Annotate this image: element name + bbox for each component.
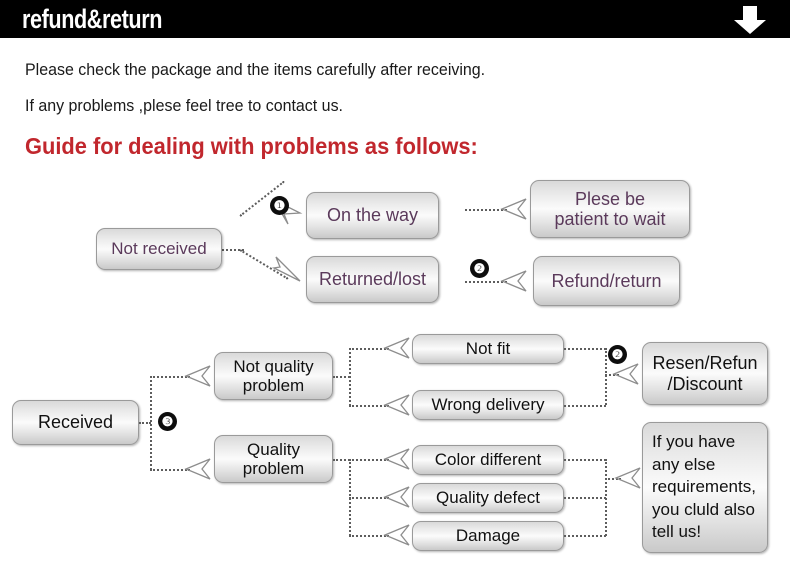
connector-line xyxy=(605,478,621,480)
connector-line xyxy=(605,459,607,536)
box-refund-return: Refund/return xyxy=(533,256,680,306)
box-not-received: Not received xyxy=(96,228,222,270)
arrowhead-icon xyxy=(184,458,211,480)
badge-1: ❶ xyxy=(270,196,289,215)
connector-line xyxy=(349,497,389,499)
box-damage: Damage xyxy=(412,521,564,551)
box-not-fit: Not fit xyxy=(412,334,564,364)
intro-line-1: Please check the package and the items c… xyxy=(25,60,486,79)
connector-line xyxy=(564,459,606,461)
arrowhead-icon xyxy=(383,337,410,359)
connector-line xyxy=(605,374,619,376)
connector-line xyxy=(465,209,507,211)
arrowhead-icon xyxy=(383,448,410,470)
box-received: Received xyxy=(12,400,139,445)
header-bar: refund&return xyxy=(0,0,790,38)
box-wrong-delivery: Wrong delivery xyxy=(412,390,564,420)
arrowhead-icon xyxy=(500,270,527,292)
arrowhead-icon xyxy=(272,198,303,225)
connector-line xyxy=(349,459,389,461)
connector-line xyxy=(333,376,350,378)
arrowhead-icon xyxy=(383,524,410,546)
connector-line xyxy=(150,376,190,378)
connector-line xyxy=(139,422,151,424)
connector-line xyxy=(465,281,507,283)
arrowhead-icon xyxy=(614,467,641,489)
box-resend-refund-discount: Resen/Refun /Discount xyxy=(642,342,768,405)
badge-2b: ❷ xyxy=(608,345,627,364)
arrowhead-icon xyxy=(500,198,527,220)
connector-line xyxy=(605,348,607,405)
connector-line xyxy=(333,459,350,461)
arrowhead-icon xyxy=(383,486,410,508)
box-contact-note: If you have any else requirements, you c… xyxy=(642,422,768,553)
connector-line xyxy=(564,497,606,499)
connector-line xyxy=(564,348,606,350)
intro-line-2: If any problems ,plese feel tree to cont… xyxy=(25,96,343,115)
page-title: refund&return xyxy=(22,4,162,34)
box-quality-defect: Quality defect xyxy=(412,483,564,513)
box-on-the-way: On the way xyxy=(306,192,439,239)
connector-line xyxy=(349,348,389,350)
box-plese-be-patient: Plese be patient to wait xyxy=(530,180,690,238)
guide-heading: Guide for dealing with problems as follo… xyxy=(25,133,478,159)
badge-2: ❷ xyxy=(470,259,489,278)
arrowhead-icon xyxy=(612,363,639,385)
connector-line xyxy=(564,405,606,407)
connector-line xyxy=(349,348,351,406)
arrowhead-icon xyxy=(272,256,301,282)
box-quality-problem: Quality problem xyxy=(214,435,333,483)
connector-line xyxy=(564,535,606,537)
box-returned-lost: Returned/lost xyxy=(306,256,439,303)
arrowhead-icon xyxy=(383,394,410,416)
down-arrow-icon xyxy=(730,4,770,36)
box-not-quality-problem: Not quality problem xyxy=(214,352,333,400)
connector-line xyxy=(349,405,389,407)
connector-line xyxy=(349,535,389,537)
connector-line xyxy=(222,249,244,251)
badge-3: ❸ xyxy=(158,412,177,431)
connector-line xyxy=(150,376,152,470)
arrowhead-icon xyxy=(184,365,211,387)
connector-line xyxy=(150,469,190,471)
box-color-different: Color different xyxy=(412,445,564,475)
